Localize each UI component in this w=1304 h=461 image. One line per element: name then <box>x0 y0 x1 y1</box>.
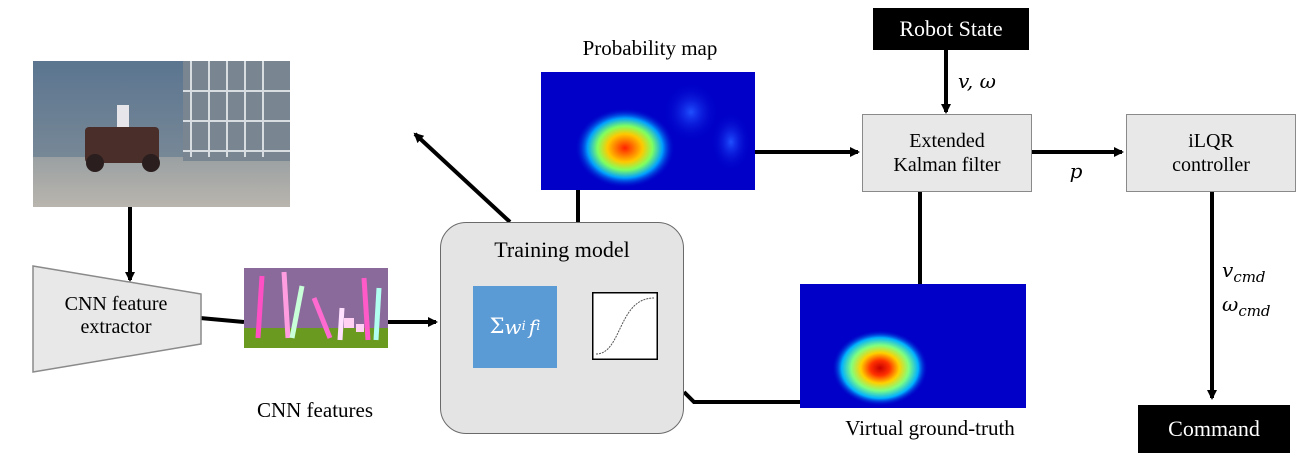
cnn-feature-extractor-shape <box>32 265 202 373</box>
ekf-line1: Extended <box>909 130 985 152</box>
arrow-training-out <box>413 132 512 224</box>
cnn-extractor-line1: CNN feature <box>64 293 168 315</box>
ilqr-line2: controller <box>1172 154 1250 176</box>
line-extractor-to-features <box>199 316 245 324</box>
ilqr-line1: iLQR <box>1188 130 1234 152</box>
extended-kalman-filter-box: Extended Kalman filter <box>862 114 1032 192</box>
training-model-label: Training model <box>494 237 630 262</box>
sum-i2: i <box>536 319 541 335</box>
sigmoid-plot <box>592 292 658 360</box>
sum-w: w <box>504 315 522 339</box>
virtual-ground-truth-heatmap <box>800 284 1026 408</box>
ekf-line2: Kalman filter <box>893 154 1001 176</box>
cnn-features-label: CNN features <box>256 398 374 422</box>
probability-map-label: Probability map <box>582 36 718 60</box>
sum-symbol: Σ <box>489 314 505 339</box>
cnn-extractor-label: CNN feature extractor <box>36 293 196 339</box>
v-omega-label: v, ω <box>958 69 996 93</box>
v-cmd-label: vcmd <box>1222 258 1266 286</box>
v-cmd-symbol: v <box>1222 258 1234 282</box>
probability-map-heatmap <box>541 72 755 190</box>
sum-f: f <box>528 315 537 339</box>
virtual-ground-truth-label: Virtual ground-truth <box>845 416 1015 440</box>
cnn-extractor-line2: extractor <box>80 316 152 338</box>
robot-state-box: Robot State <box>873 8 1029 50</box>
command-box: Command <box>1138 405 1290 453</box>
omega-cmd-subscript: cmd <box>1238 302 1271 321</box>
ilqr-controller-box: iLQR controller <box>1126 114 1296 192</box>
line-groundtruth-to-training <box>682 390 800 404</box>
input-camera-image <box>33 61 290 207</box>
p-label: p <box>1069 159 1083 183</box>
v-cmd-subscript: cmd <box>1233 268 1266 287</box>
cnn-features-image <box>244 268 388 348</box>
omega-cmd-symbol: ω <box>1222 292 1239 316</box>
sum-i1: i <box>521 319 526 335</box>
omega-cmd-label: ωcmd <box>1222 292 1271 320</box>
